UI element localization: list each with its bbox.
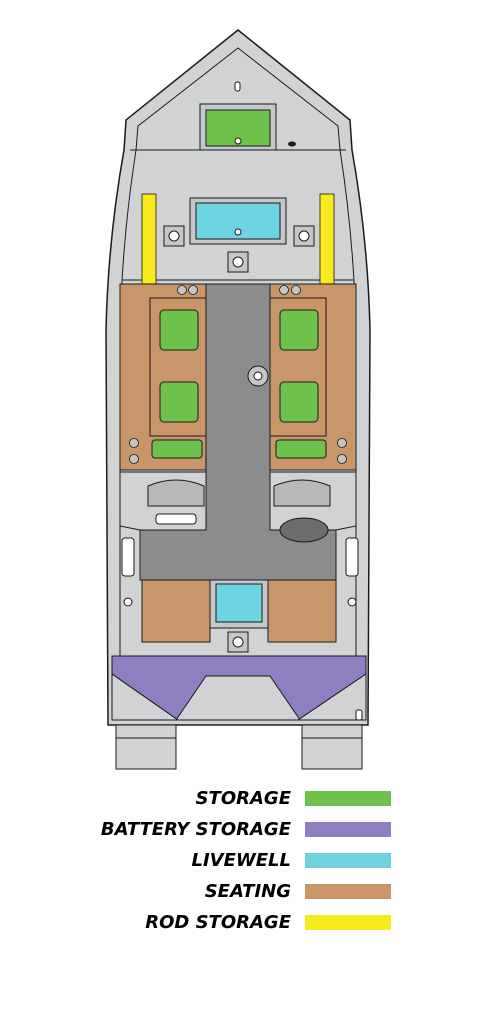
- legend-label: SEATING: [204, 881, 291, 902]
- stern-panel-right: [296, 673, 367, 721]
- glovebox-icon: [155, 513, 197, 525]
- bow-latch-icon: [234, 137, 242, 145]
- legend-row-rod-storage: ROD STORAGE: [0, 913, 477, 933]
- boat-layout-diagram: [105, 29, 371, 770]
- legend-swatch: [305, 884, 391, 899]
- legend-label: ROD STORAGE: [145, 912, 291, 933]
- cleat-icon: [288, 141, 296, 147]
- side-panel-right: [345, 537, 359, 577]
- pedestal-base-icon: [163, 225, 185, 247]
- switch-icon: [123, 597, 133, 607]
- rod-storage-right: [319, 193, 335, 285]
- legend-row-battery-storage: BATTERY STORAGE: [0, 820, 477, 840]
- bow-eye-icon: [234, 81, 241, 92]
- console-windshield-right: [273, 479, 331, 507]
- rod-storage-left: [141, 193, 157, 285]
- rear-seat-left: [141, 579, 211, 643]
- legend-label: LIVEWELL: [191, 850, 291, 871]
- storage-hatch: [279, 309, 319, 351]
- front-livewell: [195, 202, 281, 240]
- pedestal-base-icon: [227, 631, 249, 653]
- steering-wheel-icon: [279, 517, 329, 543]
- stern-panel-left: [111, 673, 180, 721]
- storage-hatch: [159, 381, 199, 423]
- legend-swatch: [305, 791, 391, 806]
- storage-hatch: [151, 439, 203, 459]
- storage-hatch: [279, 381, 319, 423]
- legend-swatch: [305, 822, 391, 837]
- storage-hatch: [159, 309, 199, 351]
- pedestal-base-icon: [227, 251, 249, 273]
- switch-icon: [347, 597, 357, 607]
- legend-row-storage: STORAGE: [0, 789, 477, 809]
- drain-plate-icon: [247, 365, 269, 387]
- storage-hatch: [275, 439, 327, 459]
- cup-holder-icon: [129, 285, 347, 464]
- legend-row-seating: SEATING: [0, 882, 477, 902]
- side-panel-left: [121, 537, 135, 577]
- drain-plug-icon: [355, 709, 363, 721]
- console-windshield-left: [147, 479, 205, 507]
- rear-seat-right: [267, 579, 337, 643]
- legend-swatch: [305, 915, 391, 930]
- transom-pod-left: [115, 724, 177, 770]
- legend-row-livewell: LIVEWELL: [0, 851, 477, 871]
- legend-label: STORAGE: [195, 788, 291, 809]
- pedestal-base-icon: [293, 225, 315, 247]
- transom-pod-right: [301, 724, 363, 770]
- legend-label: BATTERY STORAGE: [100, 819, 291, 840]
- livewell-latch-icon: [234, 228, 242, 236]
- legend-swatch: [305, 853, 391, 868]
- rear-livewell: [215, 583, 263, 623]
